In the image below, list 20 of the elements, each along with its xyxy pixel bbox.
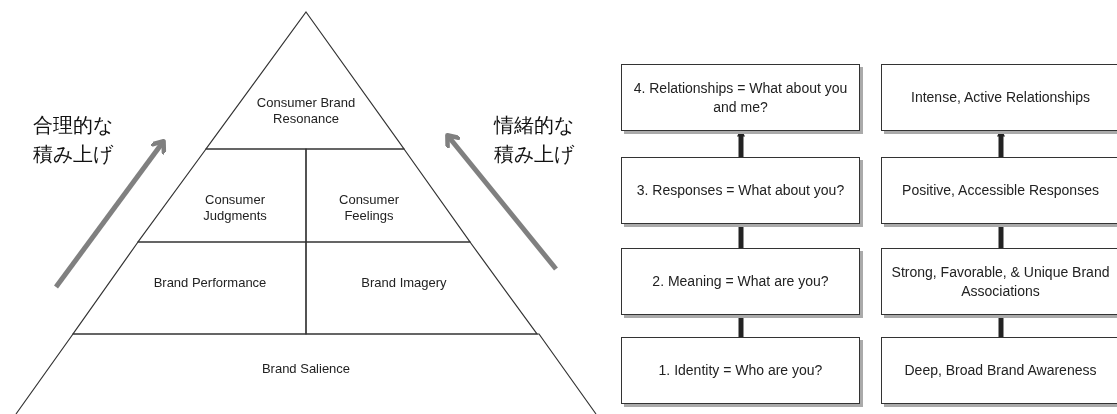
side-label: 情緒的な積み上げ [494, 113, 575, 167]
pyramid-tier: Consumer Feelings [306, 149, 470, 242]
pyramid-tier: Brand Imagery [306, 242, 537, 334]
connector-bar [738, 225, 744, 248]
process-box: Intense, Active Relationships [881, 64, 1117, 131]
process-box: Strong, Favorable, & Unique Brand Associations [881, 248, 1117, 315]
pyramid-tier: Brand Performance [73, 242, 306, 334]
pyramid-tier: Consumer Brand Resonance [206, 12, 404, 149]
connector-bar [998, 316, 1004, 337]
side-label: 合理的な積み上げ [33, 113, 114, 167]
process-box: Deep, Broad Brand Awareness [881, 337, 1117, 404]
connector-bar [998, 225, 1004, 248]
process-box: 3. Responses = What about you? [621, 157, 860, 224]
pyramid-tier: Consumer Judgments [138, 149, 306, 242]
process-box: 1. Identity = Who are you? [621, 337, 860, 404]
process-box: 4. Relationships = What about you and me? [621, 64, 860, 131]
pyramid-tier: Brand Salience [16, 334, 596, 414]
process-box: 2. Meaning = What are you? [621, 248, 860, 315]
process-box: Positive, Accessible Responses [881, 157, 1117, 224]
connector-bar [738, 316, 744, 337]
